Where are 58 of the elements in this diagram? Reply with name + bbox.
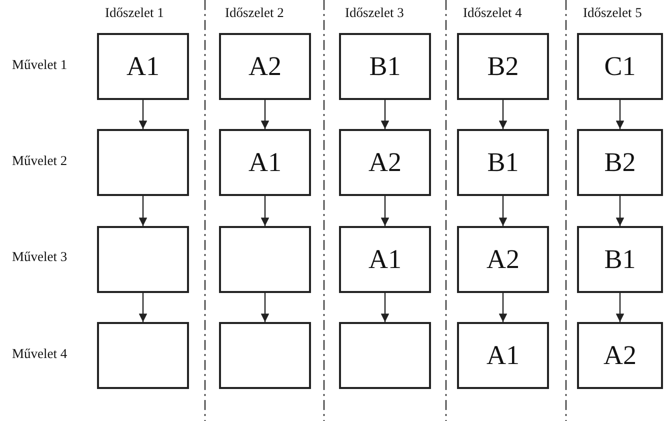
- task-box: [457, 322, 549, 389]
- task-box: [339, 33, 431, 100]
- task-label: A2: [604, 342, 636, 369]
- task-label: A2: [248, 53, 282, 80]
- task-label: A1: [486, 342, 520, 369]
- task-label: A2: [486, 246, 520, 273]
- task-box: [577, 129, 663, 196]
- arrow: [260, 293, 270, 322]
- row-label: Művelet 3: [12, 250, 68, 264]
- task-label: B2: [487, 53, 519, 80]
- task-box: [219, 129, 311, 196]
- arrow: [498, 293, 508, 322]
- task-box: [457, 33, 549, 100]
- arrow: [138, 100, 148, 129]
- task-box: [577, 322, 663, 389]
- arrow: [138, 196, 148, 226]
- task-label: A1: [126, 53, 160, 80]
- task-label: B1: [369, 53, 401, 80]
- task-box: [219, 33, 311, 100]
- column-header: Időszelet 3: [345, 6, 404, 20]
- arrow: [616, 100, 624, 129]
- empty-box: [219, 226, 311, 293]
- empty-box: [97, 129, 189, 196]
- task-label: B1: [487, 149, 519, 176]
- arrow: [616, 196, 624, 226]
- task-box: [577, 226, 663, 293]
- task-label: B2: [604, 149, 636, 176]
- arrow: [616, 293, 624, 322]
- arrow: [380, 100, 390, 129]
- task-label: A1: [248, 149, 282, 176]
- task-label: B1: [604, 246, 636, 273]
- empty-box: [219, 322, 311, 389]
- column-header: Időszelet 2: [225, 6, 284, 20]
- task-box: [457, 226, 549, 293]
- column-header: Időszelet 1: [105, 6, 164, 20]
- task-box: [339, 129, 431, 196]
- row-label: Művelet 1: [12, 58, 68, 72]
- column-header: Időszelet 5: [583, 6, 642, 20]
- empty-box: [339, 322, 431, 389]
- column-header: Időszelet 4: [463, 6, 522, 20]
- task-label: A1: [368, 246, 402, 273]
- arrow: [260, 196, 270, 226]
- empty-box: [97, 226, 189, 293]
- empty-box: [97, 322, 189, 389]
- arrow: [498, 100, 508, 129]
- arrow: [380, 196, 390, 226]
- task-box: [577, 33, 663, 100]
- row-label: Művelet 4: [12, 347, 68, 360]
- task-label: C1: [604, 53, 636, 80]
- task-box: [457, 129, 549, 196]
- arrow: [380, 293, 390, 322]
- arrow: [498, 196, 508, 226]
- task-label: A2: [368, 149, 402, 176]
- task-box: [339, 226, 431, 293]
- task-box: [97, 33, 189, 100]
- row-label: Művelet 2: [12, 154, 68, 168]
- arrow: [138, 293, 148, 322]
- arrow: [260, 100, 270, 129]
